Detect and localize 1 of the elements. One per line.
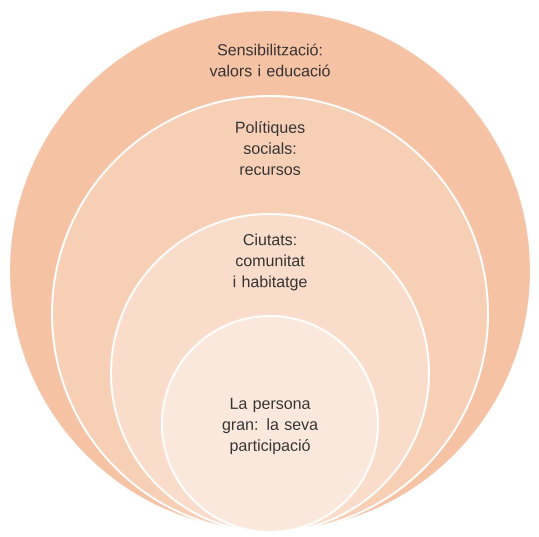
circle-band: La persona gran: la seva participació [161, 315, 379, 533]
